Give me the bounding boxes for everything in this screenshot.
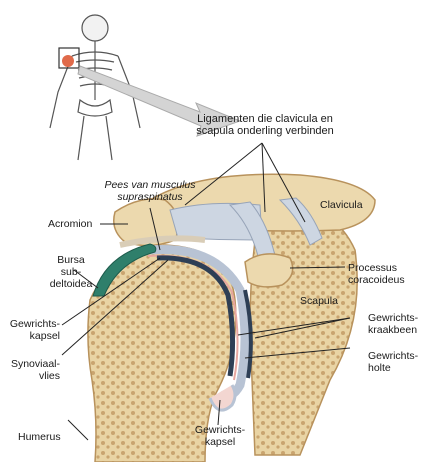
- label-supraspinatus-line1: Pees van musculus: [90, 179, 210, 191]
- label-acromion: Acromion: [48, 218, 92, 230]
- label-gewrichtskapsel-left: Gewrichts- kapsel: [0, 318, 60, 342]
- label-processus: Processus coracoideus: [348, 262, 405, 286]
- label-processus-line2: coracoideus: [348, 274, 405, 286]
- label-gewrichtskraakbeen-line1: Gewrichts-: [368, 312, 418, 324]
- label-scapula: Scapula: [300, 295, 338, 307]
- label-gewrichtsholte-line2: holte: [368, 362, 418, 374]
- label-ligaments-line2: scapula onderling verbinden: [175, 125, 355, 137]
- label-processus-line1: Processus: [348, 262, 405, 274]
- label-gewrichtskraakbeen: Gewrichts- kraakbeen: [368, 312, 418, 336]
- label-gewrichtskraakbeen-line2: kraakbeen: [368, 324, 418, 336]
- label-gewrichtsholte-line1: Gewrichts-: [368, 350, 418, 362]
- label-synoviaalvlies: Synoviaal- vlies: [0, 358, 60, 382]
- label-bursa-line2: sub-: [44, 266, 98, 278]
- label-supraspinatus: Pees van musculus supraspinatus: [90, 179, 210, 203]
- label-synoviaalvlies-line2: vlies: [0, 370, 60, 382]
- label-clavicula: Clavicula: [320, 199, 363, 211]
- label-supraspinatus-line2: supraspinatus: [90, 191, 210, 203]
- label-ligaments-line1: Ligamenten die clavicula en: [175, 113, 355, 125]
- label-bursa-line1: Bursa: [44, 254, 98, 266]
- label-gewrichtskapsel-left-line1: Gewrichts-: [0, 318, 60, 330]
- label-gewrichtskapsel-bottom-line2: kapsel: [185, 436, 255, 448]
- label-synoviaalvlies-line1: Synoviaal-: [0, 358, 60, 370]
- label-bursa-line3: deltoidea: [44, 278, 98, 290]
- label-ligaments: Ligamenten die clavicula en scapula onde…: [175, 113, 355, 137]
- label-gewrichtskapsel-bottom-line1: Gewrichts-: [185, 424, 255, 436]
- label-gewrichtsholte: Gewrichts- holte: [368, 350, 418, 374]
- label-gewrichtskapsel-bottom: Gewrichts- kapsel: [185, 424, 255, 448]
- label-humerus: Humerus: [18, 431, 61, 443]
- processus-coracoideus-bone: [245, 254, 293, 287]
- label-bursa: Bursa sub- deltoidea: [44, 254, 98, 290]
- label-gewrichtskapsel-left-line2: kapsel: [0, 330, 60, 342]
